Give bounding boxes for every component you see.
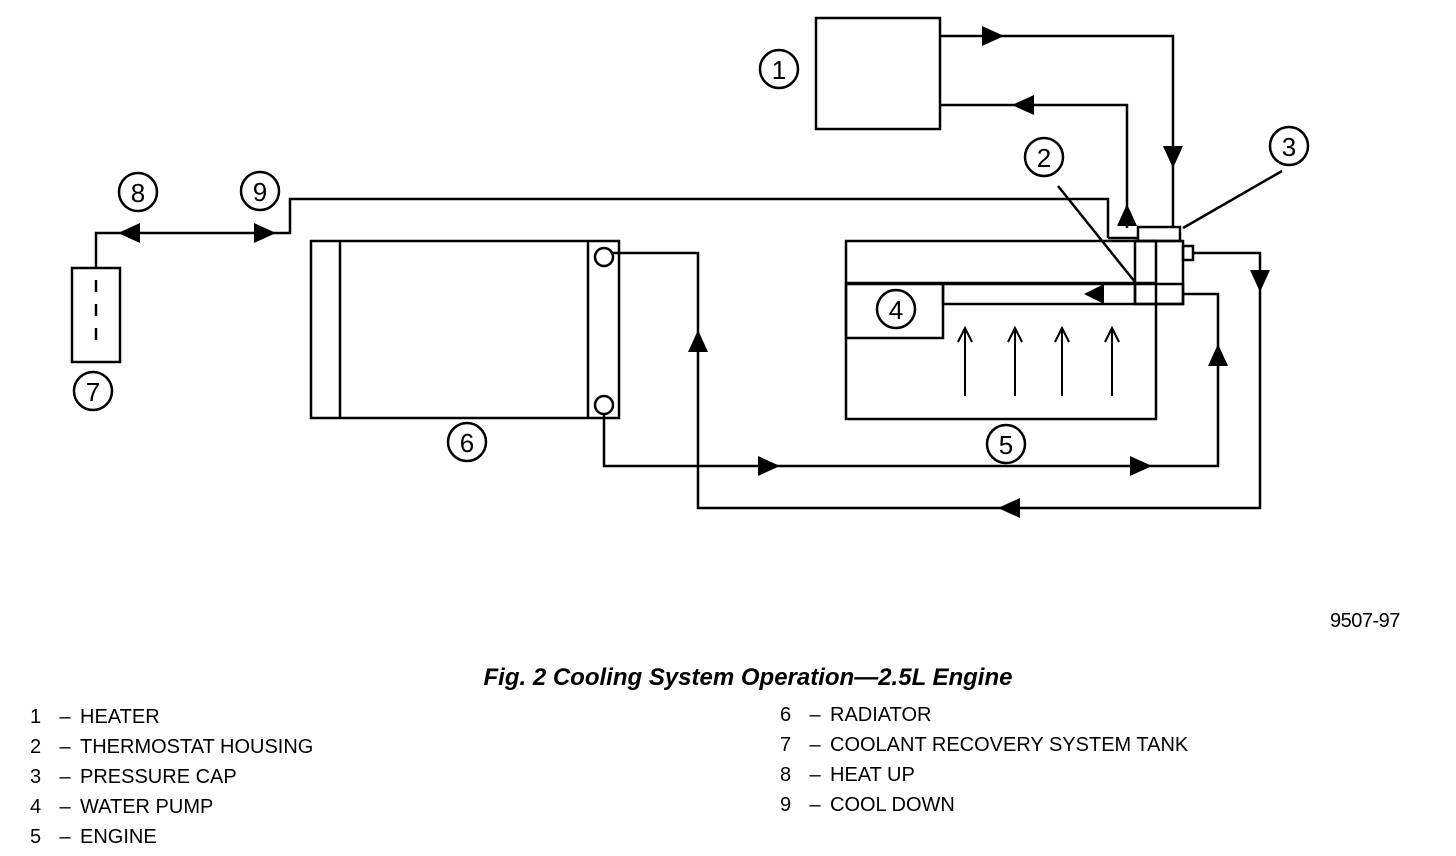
legend-label: COOL DOWN <box>830 794 955 816</box>
overflow-hose <box>94 197 1110 268</box>
legend-dash: – <box>809 704 821 726</box>
callout-circle-8 <box>117 171 159 213</box>
flow-arrow-lower-up <box>1208 344 1228 366</box>
legend-number: 8 <box>780 764 792 786</box>
callout-circle-4 <box>875 288 917 330</box>
callout-circle-6 <box>446 421 488 463</box>
flow-arrow-heat-up <box>118 223 140 243</box>
legend-number: 4 <box>30 796 42 818</box>
legend-item: 5–ENGINE <box>30 822 313 852</box>
thermostat-housing <box>1133 239 1185 306</box>
callout-circle-3 <box>1268 125 1310 167</box>
flow-arrow-radiator-up <box>688 330 708 352</box>
legend-label: WATER PUMP <box>80 796 214 818</box>
flow-arrow-return-left <box>998 498 1020 518</box>
engine-flow-arrows <box>957 325 1120 396</box>
legend-label: ENGINE <box>80 826 157 848</box>
radiator-upper-port <box>593 246 615 268</box>
thermostat-outlet-tube <box>941 282 1185 306</box>
leader-thermostat <box>1057 185 1136 283</box>
legend-number: 9 <box>780 794 792 816</box>
legend-right: 6–RADIATOR 7–COOLANT RECOVERY SYSTEM TAN… <box>780 700 1188 820</box>
callout-circle-2 <box>1023 136 1065 178</box>
legend-dash: – <box>809 794 821 816</box>
legend-item: 1–HEATER <box>30 702 313 732</box>
radiator <box>309 239 621 420</box>
flow-arrow-to-cap-down <box>1163 146 1183 168</box>
callout-circle-5 <box>985 423 1027 465</box>
legend-dash: – <box>59 736 71 758</box>
legend-number: 2 <box>30 736 42 758</box>
callout-circle-7 <box>72 370 114 412</box>
legend-item: 6–RADIATOR <box>780 700 1188 730</box>
legend-dash: – <box>59 826 71 848</box>
legend-label: HEATER <box>80 706 160 728</box>
legend-number: 5 <box>30 826 42 848</box>
pressure-cap <box>1136 225 1182 243</box>
radiator-lower-port <box>593 394 615 416</box>
flow-arrow-cool-down <box>254 223 276 243</box>
callout-3: 3 <box>1282 132 1296 162</box>
callout-9: 9 <box>253 177 267 207</box>
flow-arrow-pump <box>1084 284 1104 304</box>
cooling-system-diagram: 1 2 3 4 5 6 7 8 9 <box>70 16 1310 518</box>
figure-id: 9507-97 <box>1330 610 1400 632</box>
legend-number: 1 <box>30 706 42 728</box>
flow-arrow-heater-out <box>982 26 1004 46</box>
legend-item: 4–WATER PUMP <box>30 792 313 822</box>
radiator-upper-hose <box>613 251 1262 510</box>
callout-1: 1 <box>772 55 786 85</box>
figure-caption: Fig. 2 Cooling System Operation—2.5L Eng… <box>483 664 1013 691</box>
flow-arrow-heater-in <box>1012 95 1034 115</box>
flow-arrow-to-heater-up <box>1117 204 1137 226</box>
housing-outlet-stub <box>1181 244 1195 262</box>
legend-label: RADIATOR <box>830 704 932 726</box>
legend-item: 3–PRESSURE CAP <box>30 762 313 792</box>
legend-dash: – <box>59 706 71 728</box>
legend-number: 6 <box>780 704 792 726</box>
water-pump <box>844 282 945 340</box>
leader-pressure-cap <box>1182 169 1283 230</box>
legend-number: 3 <box>30 766 42 788</box>
legend-number: 7 <box>780 734 792 756</box>
legend-dash: – <box>59 796 71 818</box>
callout-5: 5 <box>999 430 1013 460</box>
legend-label: COOLANT RECOVERY SYSTEM TANK <box>830 734 1189 756</box>
heater-box <box>814 16 942 131</box>
callout-6: 6 <box>460 428 474 458</box>
heater-inlet-hose <box>940 103 1129 228</box>
engine-block <box>844 239 1158 421</box>
callout-circle-1 <box>758 48 800 90</box>
flow-arrow-lower-right-1 <box>758 456 780 476</box>
flow-arrow-lower-right-2 <box>1130 456 1152 476</box>
legend-label: PRESSURE CAP <box>80 766 237 788</box>
legend-label: HEAT UP <box>830 764 915 786</box>
legend-dash: – <box>59 766 71 788</box>
callout-2: 2 <box>1037 143 1051 173</box>
legend-item: 8–HEAT UP <box>780 760 1188 790</box>
callout-circle-9 <box>239 170 281 212</box>
callout-4: 4 <box>889 295 903 325</box>
radiator-lower-hose <box>602 292 1220 468</box>
legend-item: 7–COOLANT RECOVERY SYSTEM TANK <box>780 730 1188 760</box>
legend-label: THERMOSTAT HOUSING <box>80 736 314 758</box>
legend-item: 9–COOL DOWN <box>780 790 1188 820</box>
legend-dash: – <box>809 734 821 756</box>
legend-left: 1–HEATER 2–THERMOSTAT HOUSING 3–PRESSURE… <box>30 702 313 852</box>
legend-item: 2–THERMOSTAT HOUSING <box>30 732 313 762</box>
flow-arrow-right-loop-down <box>1250 270 1270 292</box>
callout-7: 7 <box>86 377 100 407</box>
legend-dash: – <box>809 764 821 786</box>
callout-8: 8 <box>131 178 145 208</box>
